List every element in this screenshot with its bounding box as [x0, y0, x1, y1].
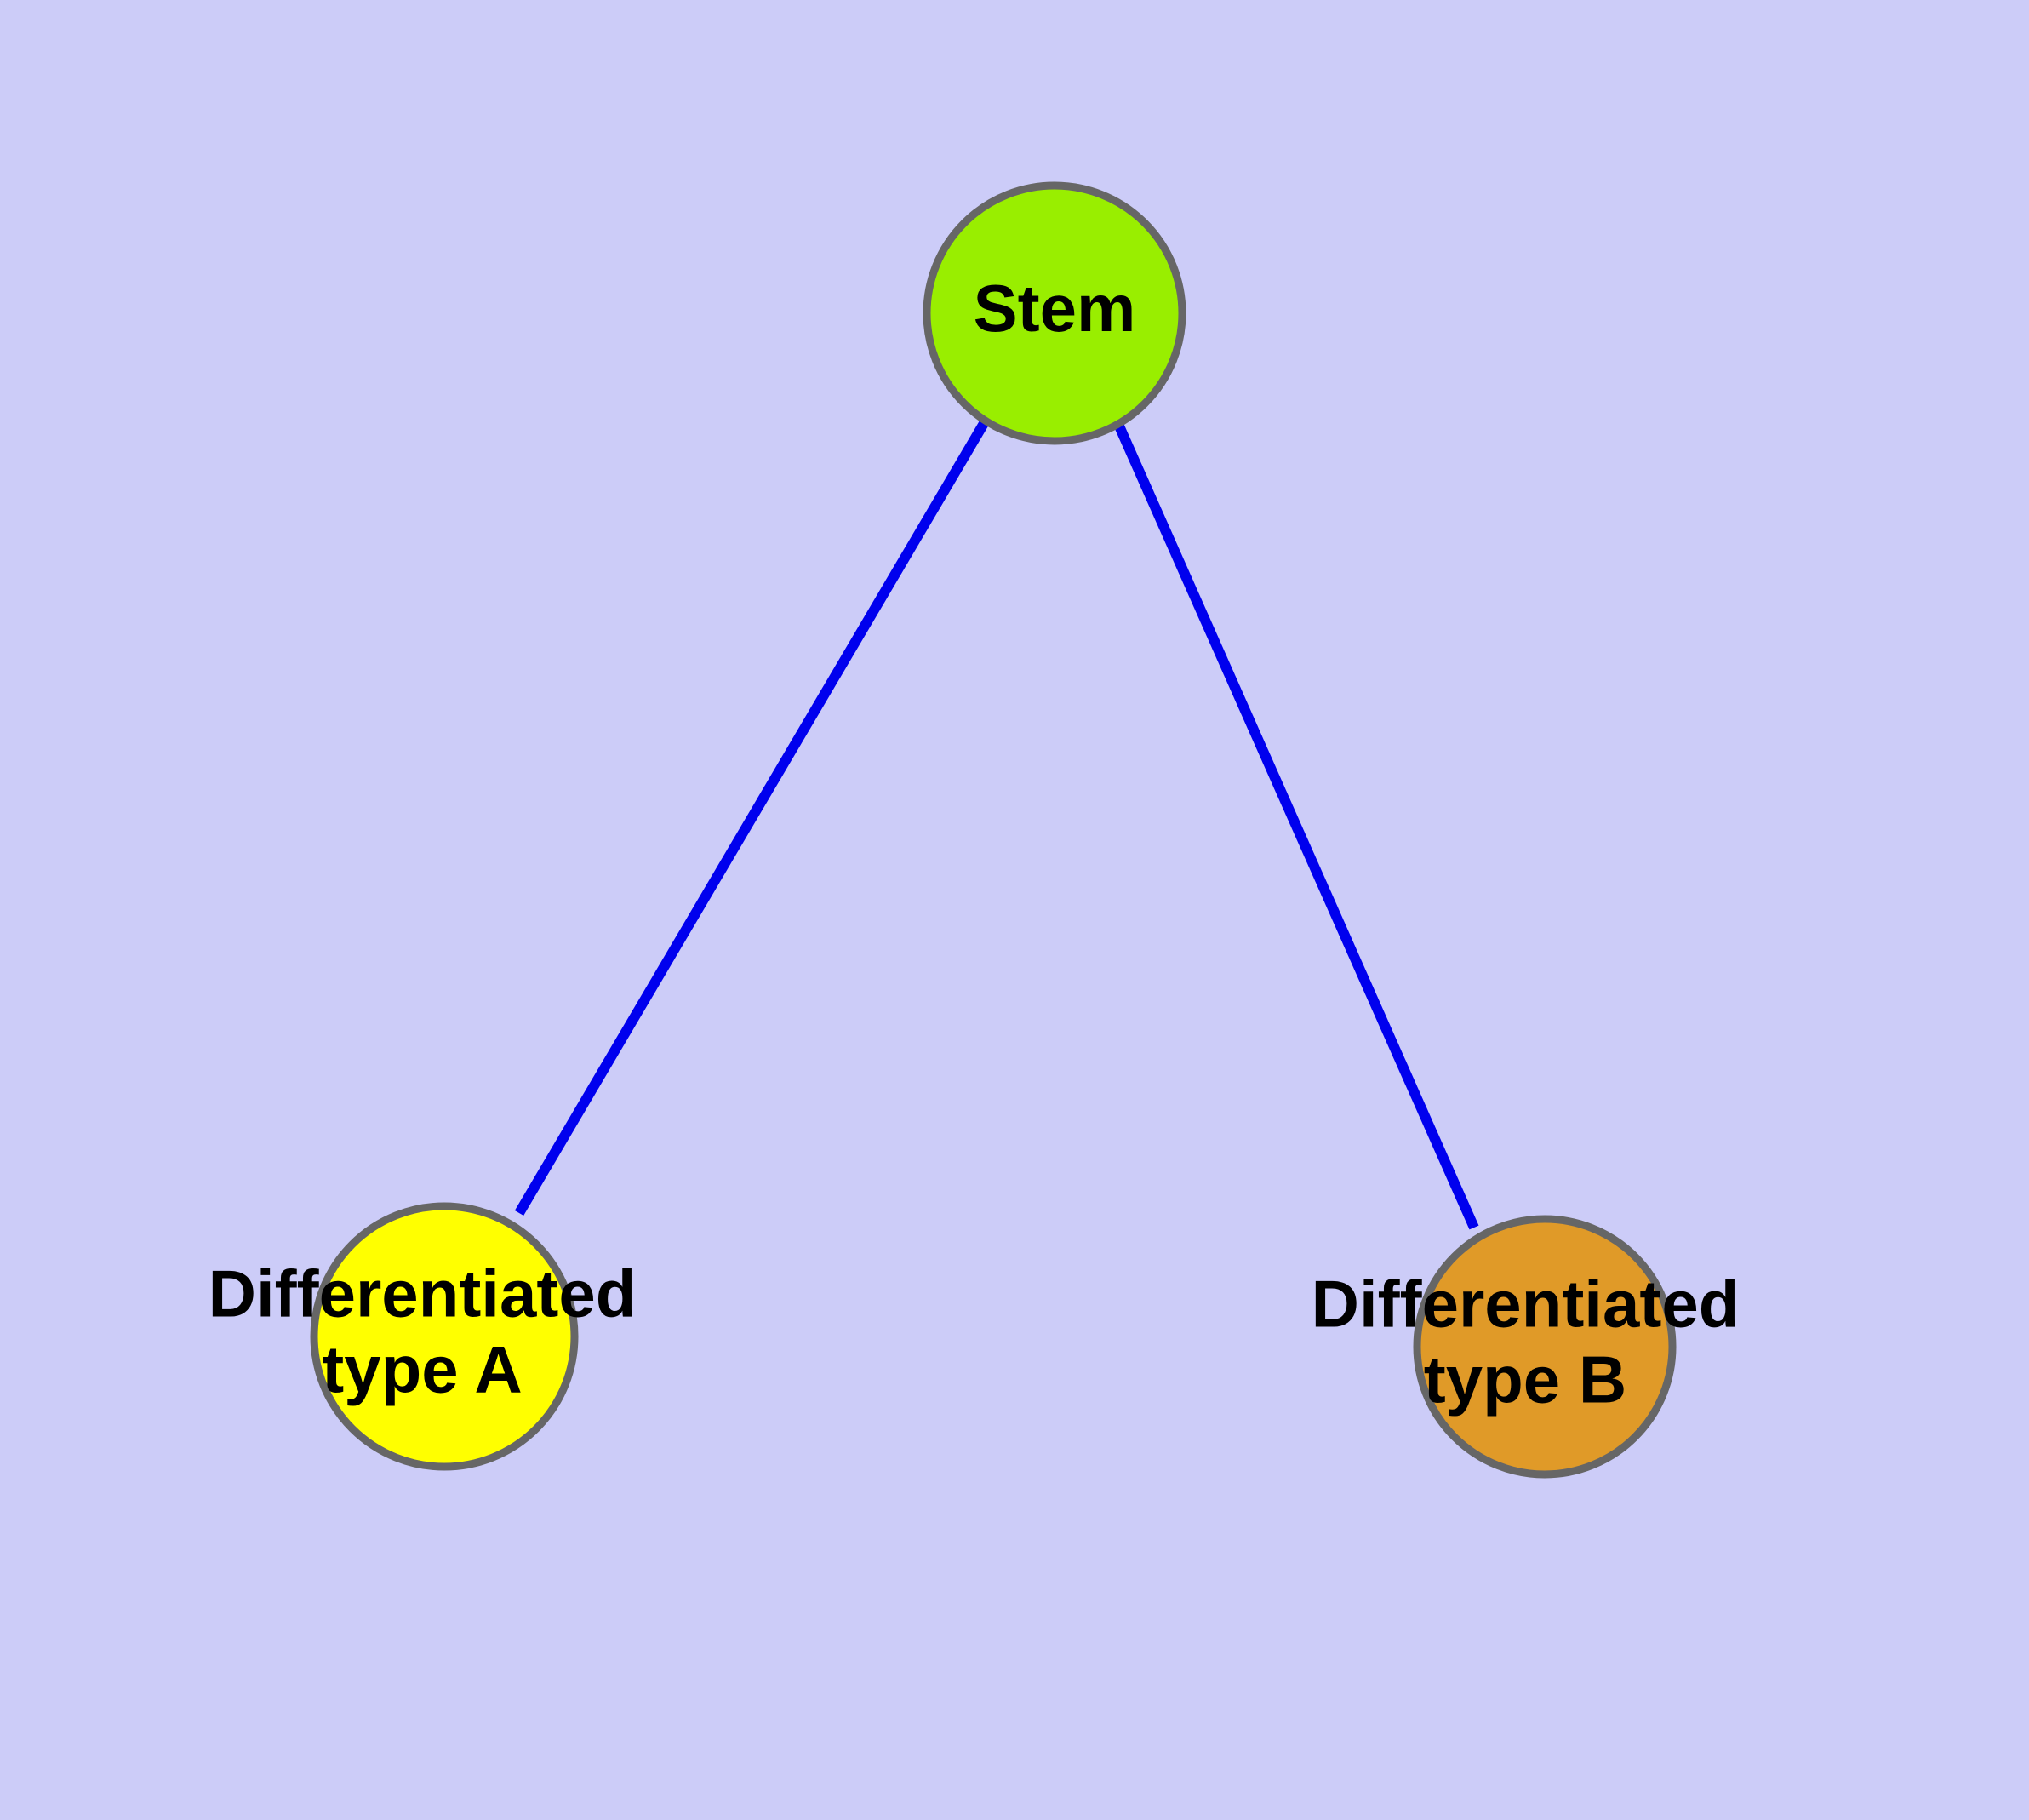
edge-stem-to-diff-a[interactable]	[514, 417, 991, 1216]
node-stem[interactable]	[923, 181, 1186, 445]
node-label-line: type A	[322, 1331, 523, 1406]
edge-stem-to-diff-b[interactable]	[1112, 420, 1479, 1230]
node-diff_b[interactable]	[1413, 1215, 1677, 1479]
node-label-stem: Stem	[974, 271, 1136, 346]
node-label-line: Differentiated	[1312, 1266, 1740, 1341]
node-label-line: Stem	[974, 271, 1136, 346]
nodes-layer	[310, 181, 1677, 1479]
node-diff_a[interactable]	[310, 1202, 579, 1471]
node-label-line: type B	[1424, 1342, 1626, 1417]
edges-layer	[514, 417, 1479, 1230]
node-label-line: Differentiated	[209, 1256, 637, 1331]
